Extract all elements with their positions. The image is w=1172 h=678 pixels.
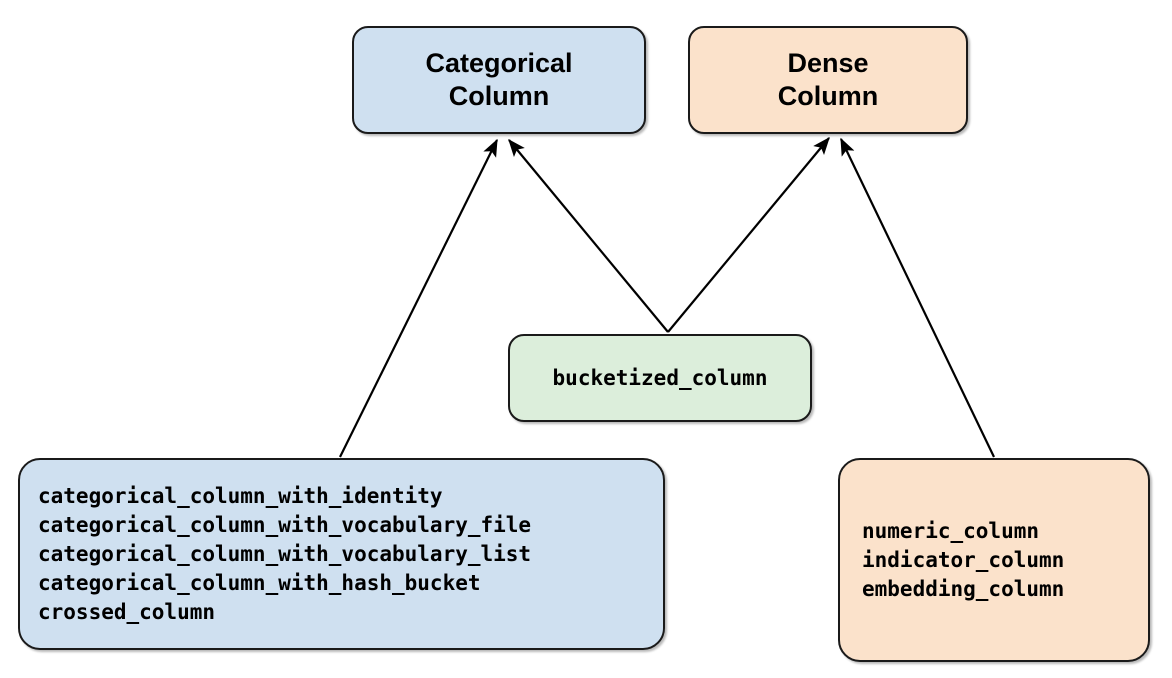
list-item: embedding_column <box>862 576 1065 601</box>
dense-constructor-list: numeric_column indicator_column embeddin… <box>840 517 1064 604</box>
list-item: categorical_column_with_hash_bucket <box>38 570 481 595</box>
node-dense-column-constructors[interactable]: numeric_column indicator_column embeddin… <box>838 458 1150 662</box>
edge-dense-list-to-dense <box>840 137 995 458</box>
node-bucketized-column[interactable]: bucketized_column <box>508 334 812 422</box>
list-item: categorical_column_with_vocabulary_file <box>38 512 532 537</box>
node-categorical-column-constructors[interactable]: categorical_column_with_identity categor… <box>18 458 665 650</box>
categorical-constructor-list: categorical_column_with_identity categor… <box>20 482 531 627</box>
edge-bucketized-to-categorical <box>508 138 669 333</box>
list-item: numeric_column <box>862 518 1040 543</box>
node-categorical-column[interactable]: Categorical Column <box>352 26 646 134</box>
node-bucketized-column-label: bucketized_column <box>552 365 768 390</box>
node-dense-column[interactable]: Dense Column <box>688 26 968 134</box>
node-categorical-column-label: Categorical Column <box>425 48 573 111</box>
list-item: categorical_column_with_identity <box>38 483 443 508</box>
edge-bucketized-to-dense <box>667 136 830 333</box>
list-item: indicator_column <box>862 547 1065 572</box>
list-item: categorical_column_with_vocabulary_list <box>38 541 532 566</box>
list-item: crossed_column <box>38 599 216 624</box>
node-dense-column-label: Dense Column <box>777 48 879 111</box>
edge-categorical-list-to-categorical <box>339 138 498 458</box>
